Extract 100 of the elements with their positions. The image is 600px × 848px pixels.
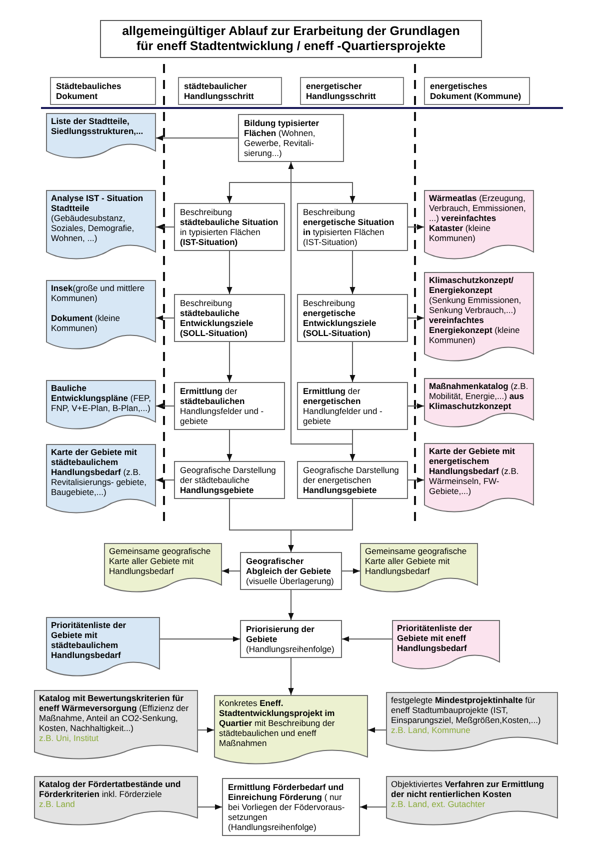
document-text: Karte der Gebiete mit städtebaulichem Handlungsbedarf (z.B. Revitalisierungs- gebiete, Baugebiete,...) <box>51 447 148 497</box>
arrow <box>408 224 424 230</box>
document-text: festgelegte Mindestprojektinhalte für eneff Stadtumbauprojekte (IST, Einsparungsziel, Meßgrößen,Kosten,...) <box>391 695 542 725</box>
step-text: Beschreibung städtebauliche Situation in typisierten Flächen (IST-Situation) <box>180 207 279 247</box>
arrow <box>350 250 356 294</box>
document-shape <box>46 190 156 260</box>
step-text: Ermittlung Förderbedarf und Einreichung Förderung ( nur bei Vorliegen der Födervoraus- setzungen (Handlungsreihenfolge) <box>228 782 346 832</box>
step-text: Geografischer Abgleich der Gebiete (visuelle Überlagerung) <box>246 556 335 586</box>
arrow <box>408 315 424 321</box>
header-text: Städtebauliches Dokument <box>56 81 122 101</box>
diagram-title: allgemeingültiger Ablauf zur Erarbeitung der Grundlagen für eneff Stadtentwicklung / eneff -Quartiersprojekte <box>121 24 461 54</box>
document-text: Katalog der Fördertatbestände und Förderkriterien inkl. Förderziele <box>39 779 182 799</box>
arrow <box>160 636 240 642</box>
step-text: Beschreibung energetische Entwicklungsziele (SOLL-Situation) <box>303 298 378 338</box>
arrow <box>226 430 232 462</box>
step-text: Geografische Darstellung der städtebauliche Handlungsgebiete <box>180 465 277 495</box>
arrow <box>156 135 238 141</box>
source-note: z.B. Land <box>39 799 76 809</box>
step-text: Geografische Darstellung der energetischen Handlungsgebiete <box>303 465 400 495</box>
arrow <box>226 342 232 382</box>
process-box <box>297 382 408 430</box>
document-text: Wärmeatlas (Erzeugung, Verbrauch, Emmissionen, ...) vereinfachtes Kataster (kleine Kommunen) <box>429 193 527 243</box>
document-shape <box>386 692 558 752</box>
source-note: z.B. Uni, Institut <box>39 733 100 743</box>
step-text: Ermittlung der energetischen Handlungfelder und -gebiete <box>303 386 384 426</box>
step-text: Priorisierung der Gebiete (Handlungsreihenfolge) <box>246 624 336 654</box>
document-shape <box>424 190 534 260</box>
process-box <box>238 114 344 162</box>
arrow <box>408 403 424 409</box>
document-shape <box>46 280 156 350</box>
document-shape <box>424 378 534 428</box>
process-box <box>297 294 408 342</box>
arrow <box>226 250 232 294</box>
arrow <box>288 590 294 620</box>
arrow <box>288 498 353 552</box>
document-shape <box>46 617 160 677</box>
document-text: Gemeinsame geografische Karte aller Gebiete mit Handlungsbedarf <box>109 546 212 576</box>
document-shape <box>34 776 198 826</box>
step-text: Ermittlung der städtebaulichen Handlungsfelder und -gebiete <box>180 386 265 426</box>
document-text: Analyse IST - Situation Stadtteile (Gebäudesubstanz, Soziales, Demografie, Wohnen, ...) <box>51 193 144 243</box>
arrow <box>368 727 386 733</box>
arrow <box>156 403 174 409</box>
arrow <box>342 568 360 574</box>
source-note: z.B. Land, ext. Gutachter <box>391 799 486 809</box>
document-text: Konkretes Eneff. Stadtentwicklungsprojekt im Quartier mit Beschreibung der städtebaulichen und eneff Maßnahmen <box>219 698 336 748</box>
document-shape <box>46 113 156 159</box>
document-text: Objektiviertes Verfahren zur Ermittlung der nicht rentierlichen Kosten <box>391 779 546 799</box>
column-header <box>300 77 404 105</box>
process-box <box>297 461 408 499</box>
document-shape <box>46 444 156 514</box>
document-text: Prioritätenliste der Gebiete mit städtebaulichem Handlungsbedarf <box>51 620 128 660</box>
process-box <box>222 778 360 836</box>
arrow <box>288 658 294 696</box>
arrow <box>198 804 222 810</box>
process-box <box>174 203 285 251</box>
header-text: städtebaulicher Handlungsschritt <box>184 81 255 101</box>
arrow <box>360 804 386 810</box>
document-shape <box>386 776 558 826</box>
arrow <box>156 315 174 321</box>
arrow <box>198 727 214 733</box>
process-box <box>174 382 285 430</box>
document-text: Maßnahmenkatalog (z.B. Mobilität, Energie,...) aus Klimaschutzkonzept <box>429 381 530 411</box>
arrow <box>156 224 174 230</box>
header-text: energetisches Dokument (Kommune) <box>430 81 522 101</box>
arrow <box>288 162 353 444</box>
document-shape <box>34 690 198 760</box>
document-text: Liste der Stadtteile, Siedlungsstrukturen,... <box>51 116 144 136</box>
column-header <box>178 77 282 105</box>
document-text: Katalog mit Bewertungskriterien für eneff Wärmeversorgung (Effizienz der Maßnahme, Anteil an CO2-Senkung, Kosten, Nachhaltigkeit...) <box>39 693 190 733</box>
arrow <box>350 430 356 462</box>
document-text: Gemeinsame geografische Karte aller Gebiete mit Handlungsbedarf <box>365 546 468 576</box>
arrow <box>342 636 392 642</box>
process-box <box>240 620 342 658</box>
document-text: Bauliche Entwicklungspläne (FEP, FNP, V+E-Plan, B-Plan,...) <box>51 383 152 413</box>
column-header <box>50 77 156 105</box>
document-shape <box>424 272 534 362</box>
document-text: Karte der Gebiete mit energetischem Handlungsbedarf (z.B. Wärmeinseln, FW- Gebiete,...) <box>429 446 520 496</box>
document-shape <box>424 443 534 513</box>
process-box <box>240 552 342 590</box>
arrow <box>350 342 356 382</box>
step-text: Beschreibung energetische Situation in typisierten Flächen (IST-Situation) <box>303 207 396 247</box>
arrow <box>408 477 424 483</box>
header-text: energetischer Handlungsschritt <box>306 81 377 101</box>
source-note: z.B. Land, Kommune <box>391 725 472 735</box>
document-shape <box>46 380 156 430</box>
arrow <box>222 568 240 574</box>
step-text: Bildung typisierter Flächen (Wohnen, Gewerbe, Revitali- sierung...) <box>244 118 320 158</box>
document-text: Prioritätenliste der Gebiete mit eneff Handlungsbedarf <box>397 623 474 653</box>
step-text: Beschreibung städtebauliche Entwicklungsziele (SOLL-Situation) <box>180 298 254 338</box>
arrow <box>156 477 174 483</box>
column-header <box>424 77 530 105</box>
document-text: Klimaschutzkonzept/ Energiekonzept (Senkung Emmissionen, Senkung Verbrauch,...) vereinfachtes Energiekonzept (kleine Kommunen) <box>429 275 522 345</box>
document-text: Dokument (kleine Kommunen) <box>51 313 121 333</box>
process-box <box>297 203 408 251</box>
document-shape <box>214 695 368 765</box>
document-shape <box>104 543 222 593</box>
document-shape <box>392 620 500 670</box>
document-shape <box>360 543 478 593</box>
document-text: Insek(große und mittlere Kommunen) <box>51 283 146 303</box>
process-box <box>174 294 285 342</box>
